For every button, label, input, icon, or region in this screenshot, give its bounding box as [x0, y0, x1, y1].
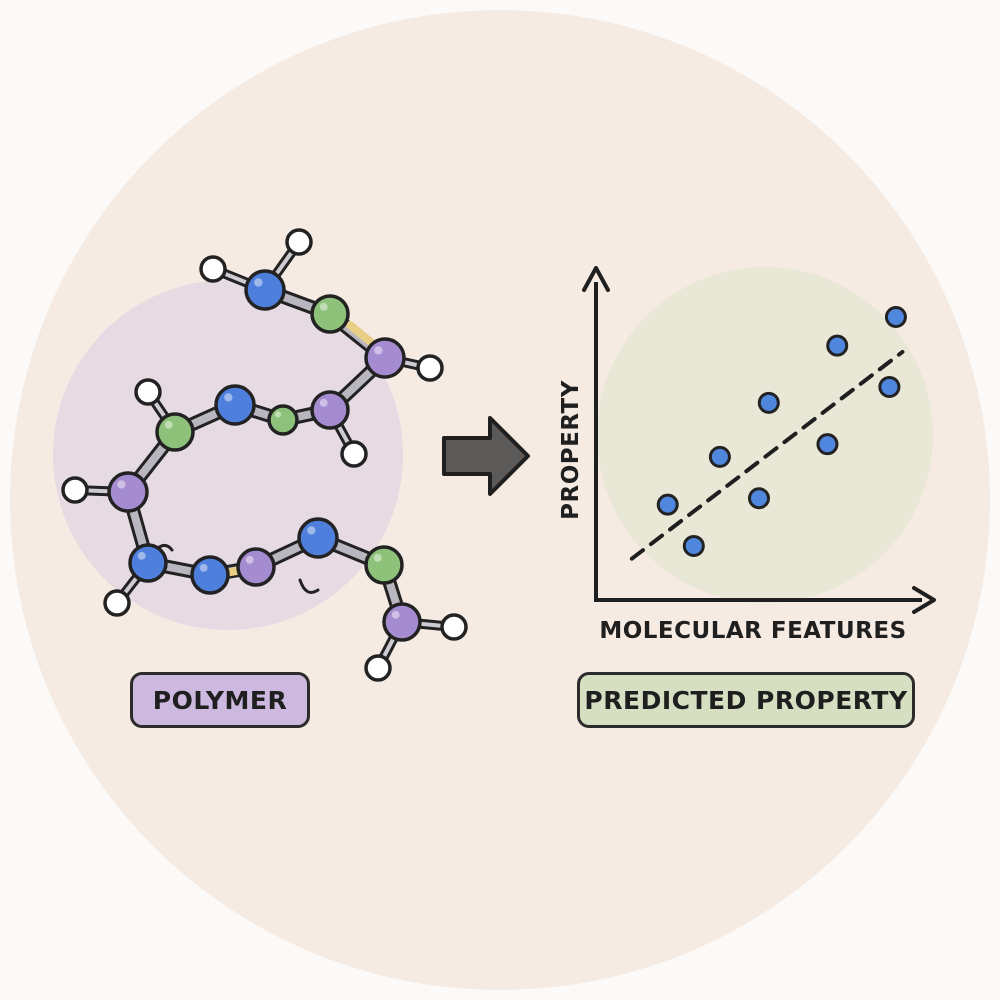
atom-highlight [275, 411, 282, 418]
hydrogen-atom [440, 613, 468, 641]
data-point [682, 534, 705, 557]
data-point [826, 334, 849, 357]
atom-highlight [254, 278, 263, 287]
atom-highlight [164, 420, 173, 429]
scatter-chart: MOLECULAR FEATURES PROPERTY [558, 266, 936, 644]
atom [382, 602, 422, 642]
background-circle [10, 10, 990, 990]
hydrogen-atom [103, 589, 131, 617]
atom [267, 404, 299, 436]
hydrogen-atom [134, 378, 162, 406]
hydrogen-atom [416, 354, 444, 382]
bond-accent [156, 543, 174, 552]
data-point [748, 487, 770, 510]
data-point [708, 445, 731, 468]
atom [244, 269, 286, 311]
atom [310, 390, 350, 430]
x-axis-arrowhead [912, 586, 936, 614]
atom [310, 294, 350, 334]
polymer-label: POLYMER [130, 672, 310, 728]
atom [214, 384, 256, 426]
atom [364, 337, 406, 379]
atom-highlight [319, 302, 328, 311]
atom-highlight [374, 346, 383, 355]
data-point [656, 493, 679, 516]
chart-halo [597, 267, 933, 603]
hydrogen-atom [340, 440, 368, 468]
hydrogen-atom [61, 476, 89, 504]
atom-highlight [137, 551, 146, 560]
atom [155, 412, 195, 452]
data-point [816, 433, 839, 456]
bond-accent [298, 578, 320, 594]
data-point [757, 391, 780, 414]
data-points [656, 305, 907, 557]
data-point [884, 305, 907, 328]
atom [128, 543, 168, 583]
atom-highlight [245, 555, 254, 564]
atom [364, 545, 404, 585]
atom-highlight [373, 553, 382, 562]
atom-highlight [319, 398, 328, 407]
atom [297, 517, 339, 559]
polymer-molecule-icon [61, 228, 468, 682]
atoms [61, 228, 468, 682]
hydrogen-atom [199, 255, 227, 283]
atom [107, 471, 149, 513]
right-arrow-icon [442, 416, 530, 496]
data-point [878, 375, 901, 398]
hydrogen-atom [364, 654, 392, 682]
atom-highlight [307, 526, 316, 535]
atom [236, 547, 276, 587]
x-axis-label: MOLECULAR FEATURES [599, 618, 906, 644]
atom-highlight [199, 563, 208, 572]
hydrogen-atom [285, 228, 313, 256]
atom-highlight [224, 393, 233, 402]
predicted-property-label: PREDICTED PROPERTY [577, 672, 915, 728]
atom-highlight [391, 610, 400, 619]
y-axis-label: PROPERTY [558, 380, 584, 520]
trend-line [629, 349, 905, 561]
y-axis-arrowhead [582, 266, 610, 292]
atom-highlight [117, 480, 126, 489]
atom [190, 555, 230, 595]
